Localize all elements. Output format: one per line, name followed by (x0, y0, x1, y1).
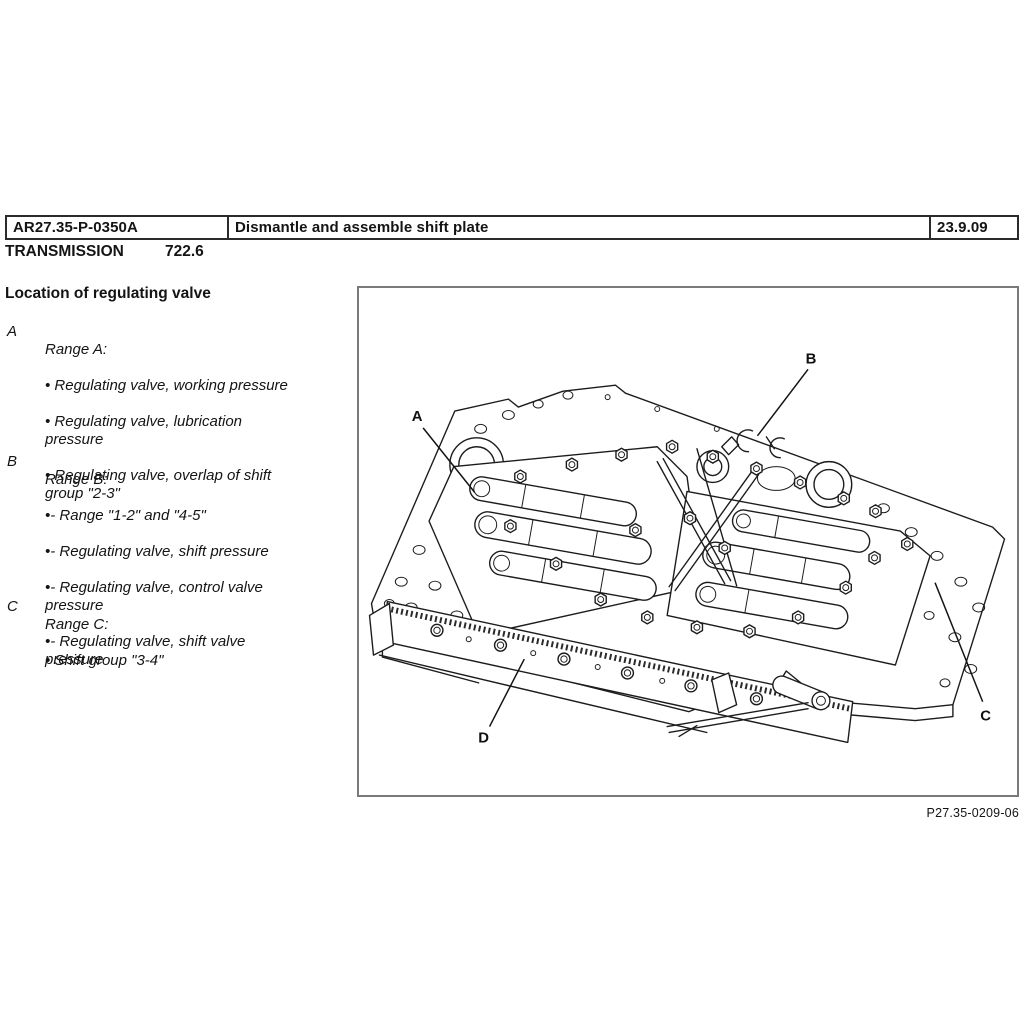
list-item: • Regulating valve, working pressure (45, 377, 288, 394)
list-item: •- Regulating valve, shift pressure (45, 543, 269, 560)
subsystem-label: TRANSMISSION (5, 243, 124, 260)
valve-bank-left (428, 446, 703, 636)
subsystem-row: TRANSMISSION 722.6 (5, 243, 204, 261)
detent-lever (666, 670, 831, 738)
range-key-b: B (7, 453, 18, 470)
figure-frame: A B C D (357, 286, 1019, 797)
callout-c: C (980, 709, 991, 725)
list-item: •- Regulating valve, shift valve pressur… (45, 633, 246, 668)
front-plate (368, 600, 854, 744)
range-title-c: Range C: (45, 616, 109, 633)
subsystem-value: 722.6 (165, 243, 204, 260)
list-item: • Regulating valve, overlap of shift gro… (45, 467, 272, 502)
callout-b: B (806, 351, 817, 367)
leader-lines (422, 368, 984, 727)
valve-bank-right (666, 490, 931, 666)
range-title-a: Range A: (45, 341, 107, 358)
document-number: AR27.35-P-0350A (7, 217, 229, 238)
selector-clamps (721, 429, 785, 459)
document-date: 23.9.09 (937, 219, 988, 236)
section-heading: Location of regulating valve (5, 285, 211, 302)
list-item: •- Regulating valve, control valve press… (45, 579, 263, 614)
document-header: AR27.35-P-0350A Dismantle and assemble s… (5, 215, 1019, 240)
range-title-b: Range B: (45, 471, 108, 488)
list-item: •- Range "1-2" and "4-5" (45, 507, 206, 524)
plate-holes-top (474, 390, 720, 434)
range-key-a: A (7, 323, 18, 340)
shift-plate-drawing: A B C D (368, 351, 1006, 746)
range-group-a: A Range A: • Regulating valve, working p… (5, 323, 339, 521)
document-title: Dismantle and assemble shift plate (229, 217, 931, 238)
range-group-c: C Range C: • Shift group "3-4" (5, 598, 339, 688)
callout-a: A (412, 409, 423, 425)
figure-number: P27.35-0209-06 (926, 806, 1019, 820)
list-item: • Shift group "3-4" (45, 652, 164, 669)
list-item: • Regulating valve, lubrication pressure (45, 413, 243, 448)
range-group-b: B Range B: •- Range "1-2" and "4-5" •- R… (5, 453, 339, 687)
callout-d: D (478, 730, 489, 746)
range-key-c: C (7, 598, 18, 615)
